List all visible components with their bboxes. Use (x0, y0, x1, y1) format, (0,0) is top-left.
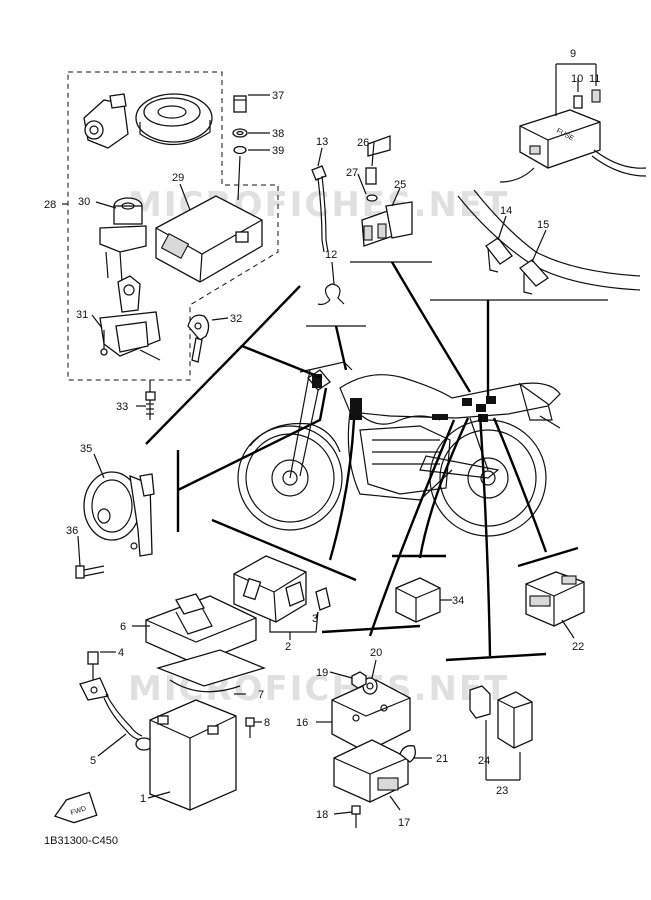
callout-31: 31 (76, 309, 88, 321)
callout-37: 37 (272, 90, 284, 102)
callout-15: 15 (537, 219, 549, 231)
nut (351, 671, 367, 689)
main-switch (99, 197, 147, 283)
callout-17: 17 (398, 817, 410, 829)
callout-1: 1 (140, 793, 146, 805)
callout-28: 28 (44, 199, 56, 211)
flasher-relay (395, 577, 441, 623)
battery-box (145, 593, 266, 693)
callout-3: 3 (312, 613, 318, 625)
callout-20: 20 (370, 647, 382, 659)
motorcycle (237, 361, 561, 537)
callout-39: 39 (272, 145, 284, 157)
callout-24: 24 (478, 755, 490, 767)
callout-10: 10 (571, 73, 583, 85)
lock-set-group (62, 71, 279, 381)
callout-23: 23 (496, 785, 508, 797)
callout-6: 6 (120, 621, 126, 633)
key (187, 314, 210, 363)
horn (83, 471, 155, 557)
ecu-bolt-set (232, 95, 248, 201)
callout-34: 34 (452, 595, 464, 607)
callout-27: 27 (346, 167, 358, 179)
callout-35: 35 (80, 443, 92, 455)
callout-11: 11 (589, 73, 600, 85)
diagram-code: 1B31300-C450 (44, 835, 118, 847)
wire-harness (457, 189, 641, 295)
callout-16: 16 (296, 717, 308, 729)
callout-21: 21 (436, 753, 448, 765)
callout-26: 26 (357, 137, 369, 149)
relay-bolt (351, 805, 361, 828)
engine-control-unit (155, 195, 263, 283)
fuse-box: FUSE (499, 89, 647, 183)
battery (149, 699, 237, 811)
callout-7: 7 (258, 689, 264, 701)
leader-lines (77, 94, 575, 815)
horn-bolt (75, 565, 105, 579)
callout-19: 19 (316, 667, 328, 679)
connector-set (469, 685, 533, 781)
rectifier-regulator (233, 555, 331, 633)
callout-5: 5 (90, 755, 96, 767)
relay-unit-bracket (331, 679, 411, 803)
callout-numbers: 1 2 3 4 5 6 7 8 9 10 11 12 13 14 15 16 1… (44, 48, 600, 829)
clamp (399, 745, 416, 763)
callout-2: 2 (285, 641, 291, 653)
callout-33: 33 (116, 401, 128, 413)
seat-lock (83, 93, 129, 149)
callout-12: 12 (325, 249, 337, 261)
callout-13: 13 (316, 136, 328, 148)
fwd-label: FWD (70, 805, 87, 817)
callout-8: 8 (264, 717, 270, 729)
callout-9: 9 (570, 48, 576, 60)
fuel-tank-cap (135, 93, 213, 146)
callout-29: 29 (172, 172, 184, 184)
forward-arrow: FWD (53, 791, 98, 824)
steering-lock (99, 275, 161, 361)
callout-38: 38 (272, 128, 284, 140)
wire-clip (317, 283, 345, 306)
lock-bolt (145, 380, 156, 420)
fuel-pump-relay (525, 571, 585, 627)
callout-25: 25 (394, 179, 406, 191)
cable-band (311, 165, 329, 253)
callout-30: 30 (78, 196, 90, 208)
callout-18: 18 (316, 809, 328, 821)
callout-32: 32 (230, 313, 242, 325)
battery-bolt (245, 717, 255, 738)
callout-14: 14 (500, 205, 512, 217)
battery-lead (79, 651, 153, 751)
callout-36: 36 (66, 525, 78, 537)
pointer-lines (145, 261, 548, 657)
callout-4: 4 (118, 647, 124, 659)
callout-22: 22 (572, 641, 584, 653)
